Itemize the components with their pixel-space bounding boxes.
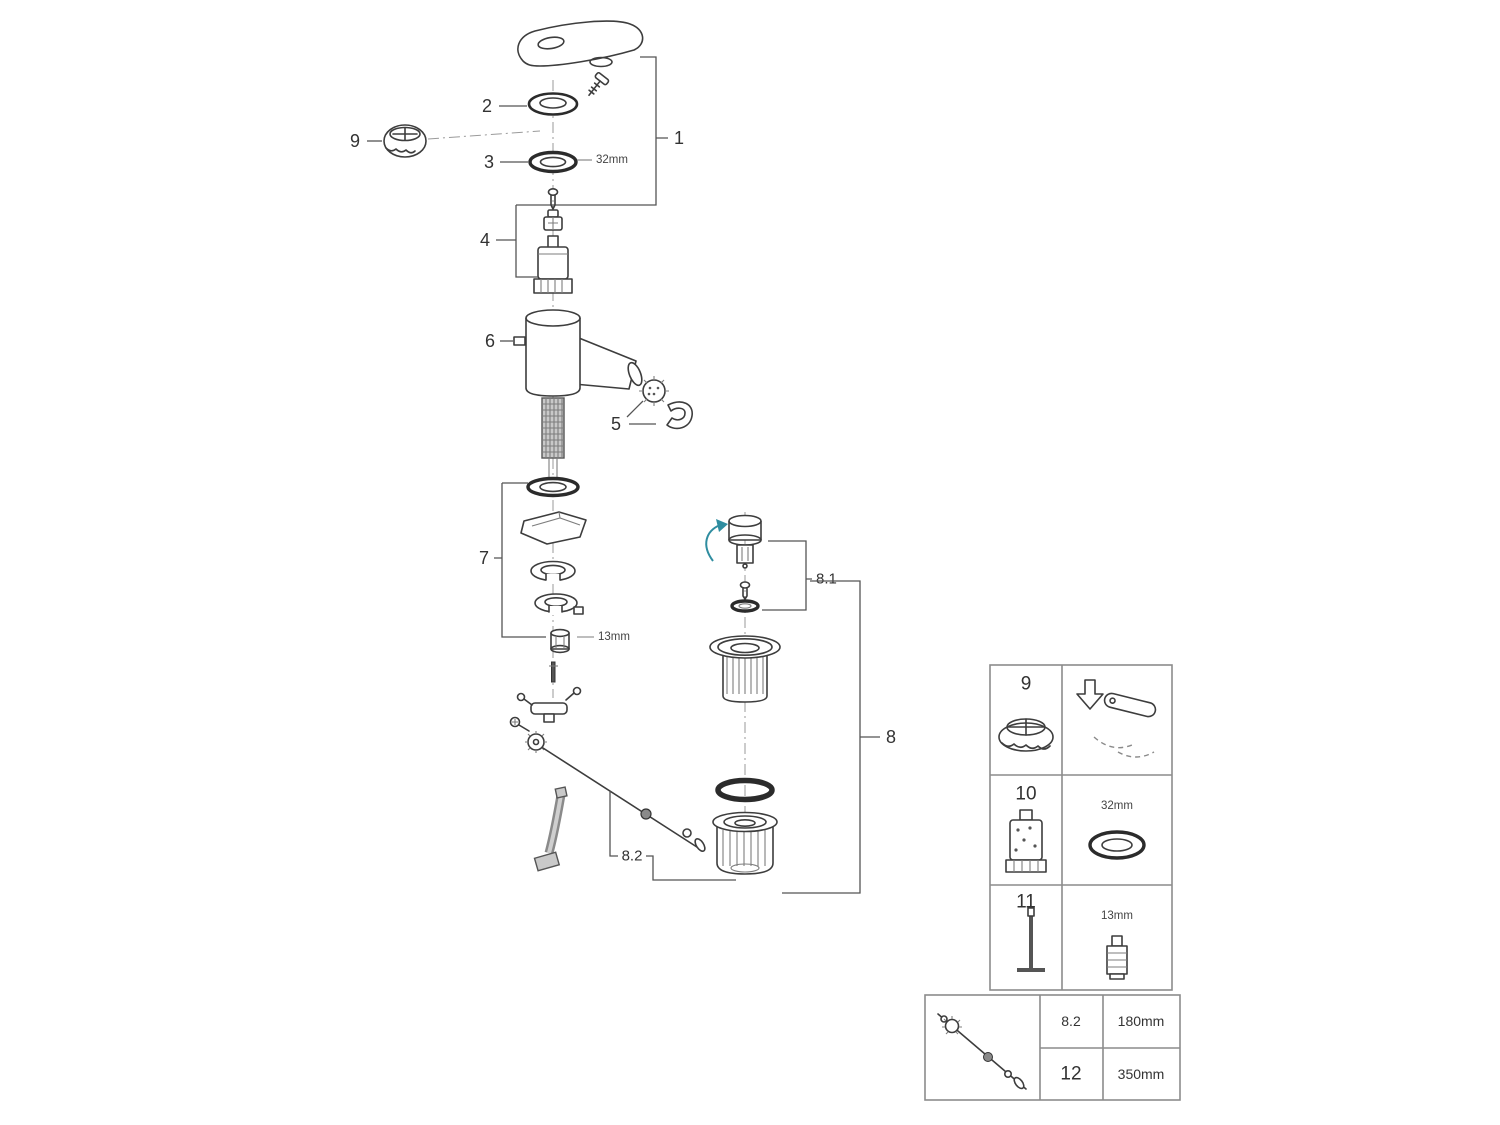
callout-8-2-label: 8.2 (622, 848, 643, 865)
callout-8: 8 (782, 580, 896, 894)
callout-8-2: 8.2 (609, 791, 736, 881)
callout-1-label: 1 (674, 128, 684, 148)
length-table: 8.2 180mm 12 350mm (924, 994, 1181, 1101)
rod-drawing-icon (937, 1013, 1027, 1090)
callout-3: 3 (484, 152, 528, 172)
length-row1-num: 8.2 (1061, 1013, 1081, 1029)
centerlines (427, 80, 746, 840)
dim-32mm-main: 32mm (577, 154, 628, 166)
callout-8-label: 8 (886, 727, 896, 747)
callout-7: 7 (479, 482, 546, 638)
table-num-10: 10 (1015, 784, 1036, 805)
popup-plug-group (705, 514, 762, 613)
cross-cap-icon (998, 718, 1054, 752)
callout-8-1-label: 8.1 (816, 571, 837, 588)
callout-9-label: 9 (350, 131, 360, 151)
drain-body (712, 811, 778, 875)
handle-screw (588, 72, 610, 97)
dim-13mm-main-label: 13mm (598, 631, 630, 643)
cartridge-icon (1005, 809, 1047, 873)
pull-rod-assembly (509, 686, 706, 852)
supply-hose (533, 786, 568, 872)
adapter-13-icon (1106, 935, 1128, 980)
nut-32-icon (1088, 830, 1146, 860)
cross-cap (383, 124, 427, 158)
drain-o-ring (715, 777, 775, 803)
callout-7-label: 7 (479, 548, 489, 568)
dim-32mm-main-label: 32mm (596, 154, 628, 166)
callout-3-label: 3 (484, 152, 494, 172)
handle-removal-icon (1076, 679, 1157, 758)
cap-ring (527, 92, 579, 116)
callout-2-label: 2 (482, 96, 492, 116)
callout-4-label: 4 (480, 230, 490, 250)
dim-13mm-main: 13mm (577, 631, 630, 643)
rotate-arrow-icon (705, 524, 721, 562)
cartridge-group (533, 209, 573, 294)
callout-5-label: 5 (611, 414, 621, 434)
callout-4: 4 (480, 205, 538, 278)
drain-flange (709, 635, 781, 703)
callout-5: 5 (611, 400, 656, 434)
handle-lever (517, 20, 644, 97)
aerator-group (639, 376, 693, 430)
small-screw (547, 188, 559, 210)
table-dim-13mm: 13mm (1101, 910, 1133, 922)
callout-8-1: 8.1 (762, 540, 837, 611)
table-dim-32mm: 32mm (1101, 800, 1133, 812)
callout-6: 6 (485, 331, 513, 351)
length-row2-value: 350mm (1118, 1066, 1165, 1082)
length-row2-num: 12 (1060, 1064, 1081, 1085)
callout-9: 9 (350, 131, 382, 151)
pin-tool-icon (1017, 907, 1045, 972)
length-row1-value: 180mm (1118, 1013, 1165, 1029)
mounting-nut-32 (528, 150, 578, 174)
callout-2: 2 (482, 96, 527, 116)
table-num-9: 9 (1021, 674, 1032, 695)
base-washer (526, 476, 580, 498)
fixation-group (520, 511, 587, 683)
faucet-body (513, 309, 643, 480)
parts-table: 9 10 32mm (989, 664, 1173, 991)
callout-1: 1 (516, 56, 684, 206)
callout-6-label: 6 (485, 331, 495, 351)
